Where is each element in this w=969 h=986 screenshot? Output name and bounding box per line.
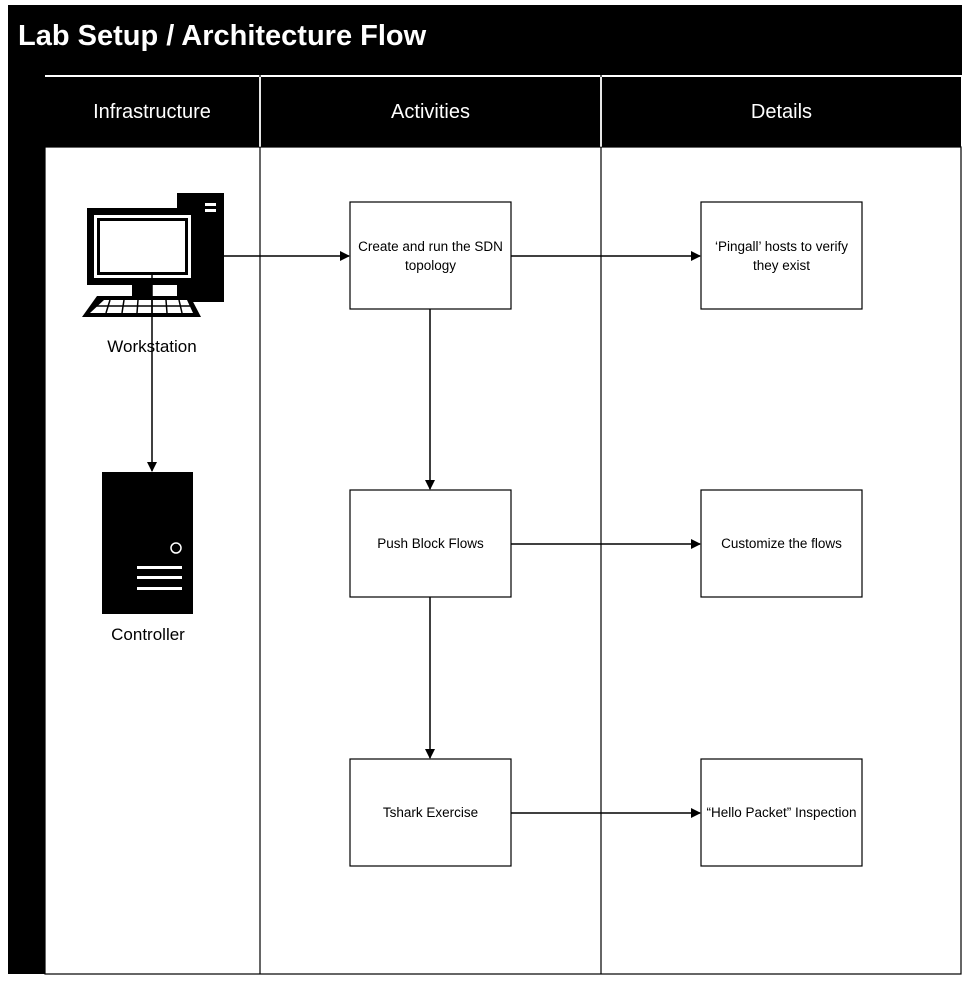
activity-tshark-exercise: Tshark Exercise — [382, 805, 479, 820]
lane-header-activities: Activities — [391, 100, 470, 123]
lane-header-details-bg — [602, 77, 961, 147]
detail-hello-packet: “Hello Packet” Inspection — [706, 805, 857, 820]
workstation-label: Workstation — [107, 337, 197, 356]
detail-pingall-hosts: ‘Pingall’ hosts to verify they exist — [714, 238, 849, 273]
diagram-title: Lab Setup / Architecture Flow — [18, 20, 427, 52]
detail-box-1 — [700, 201, 863, 310]
title-bar — [8, 5, 962, 75]
pool-side-bar — [8, 75, 45, 974]
activity-create-topology: Create and run the SDN topology — [358, 238, 503, 273]
computer-icon — [82, 193, 224, 317]
activity-box-3 — [349, 758, 512, 867]
detail-box-3 — [700, 758, 863, 867]
detail-box-2 — [700, 489, 863, 598]
lane-header-details: Details — [750, 100, 813, 123]
detail-customize-flows: Customize the flows — [721, 536, 842, 551]
lane-header-infrastructure-bg — [45, 77, 259, 147]
lane-header-activities-bg — [261, 77, 600, 147]
server-icon — [102, 472, 193, 614]
controller-label: Controller — [111, 625, 185, 644]
lane-header-infrastructure: Infrastructure — [93, 100, 211, 123]
activity-box-2 — [349, 489, 512, 598]
activity-push-block-flows: Push Block Flows — [377, 536, 484, 551]
activity-box-1 — [349, 201, 512, 310]
